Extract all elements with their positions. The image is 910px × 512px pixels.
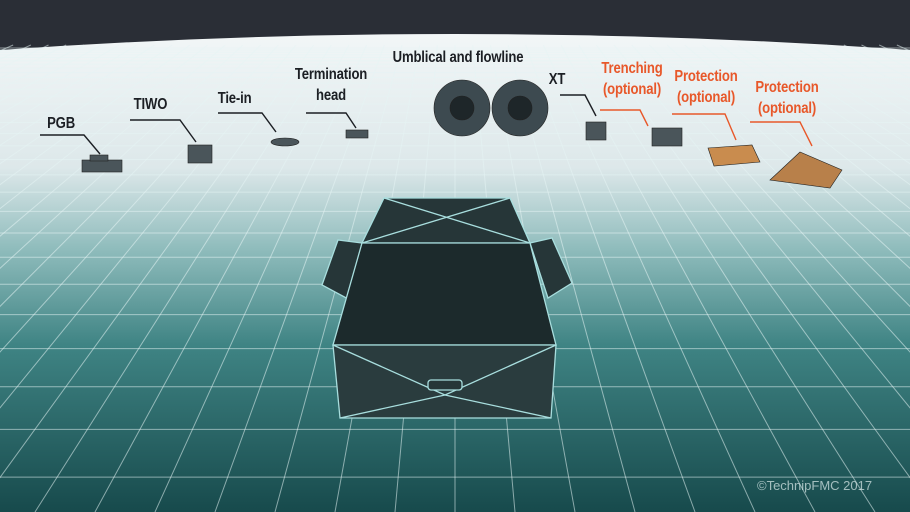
- open-box: [321, 197, 573, 419]
- label-umbilical-flowline: Umblical and flowline: [392, 49, 524, 66]
- termination-leader: [306, 112, 357, 129]
- label-line: Protection: [755, 79, 819, 96]
- label-termination-head: Termination head: [294, 64, 368, 106]
- umbilical-reel-left: [433, 79, 491, 137]
- protection-2-leader: [750, 121, 813, 147]
- label-line: (optional): [757, 100, 817, 117]
- label-line: (optional): [602, 81, 662, 98]
- leader-lines: [40, 94, 813, 155]
- label-tiwo: TIWO: [133, 96, 168, 113]
- xt-leader: [560, 94, 597, 117]
- pgb-leader: [40, 134, 101, 155]
- protection-1-leader: [672, 113, 737, 141]
- xt-structure: [585, 121, 607, 141]
- box-back-flap: [360, 197, 532, 244]
- tiwo-structure: [187, 144, 213, 164]
- pgb-structure: [81, 154, 123, 173]
- copyright-text: ©TechnipFMC 2017: [757, 478, 873, 493]
- protection-structure-1: [707, 144, 761, 167]
- box-inside: [332, 242, 557, 346]
- label-protection-1: Protection (optional): [673, 66, 739, 108]
- label-line: Termination: [294, 66, 368, 83]
- equipment: [81, 79, 843, 189]
- box-right-flap: [529, 237, 573, 299]
- trenching-machine: [651, 127, 683, 147]
- label-line: (optional): [676, 89, 736, 106]
- label-tie-in: Tie-in: [217, 90, 252, 107]
- termination-head-structure: [345, 129, 369, 139]
- trenching-leader: [600, 109, 649, 127]
- tie-in-structure: [270, 137, 300, 147]
- label-protection-2: Protection (optional): [754, 77, 820, 119]
- tie-in-leader: [218, 112, 277, 133]
- flowline-reel-right: [491, 79, 549, 137]
- label-line: Protection: [674, 68, 738, 85]
- label-trenching: Trenching (optional): [599, 58, 665, 100]
- box-handle: [427, 379, 463, 391]
- protection-structure-2: [769, 151, 843, 189]
- tiwo-leader: [130, 119, 197, 143]
- label-line: head: [316, 87, 346, 104]
- label-xt: XT: [548, 71, 566, 88]
- label-pgb: PGB: [47, 115, 76, 132]
- label-line: Trenching: [601, 60, 663, 77]
